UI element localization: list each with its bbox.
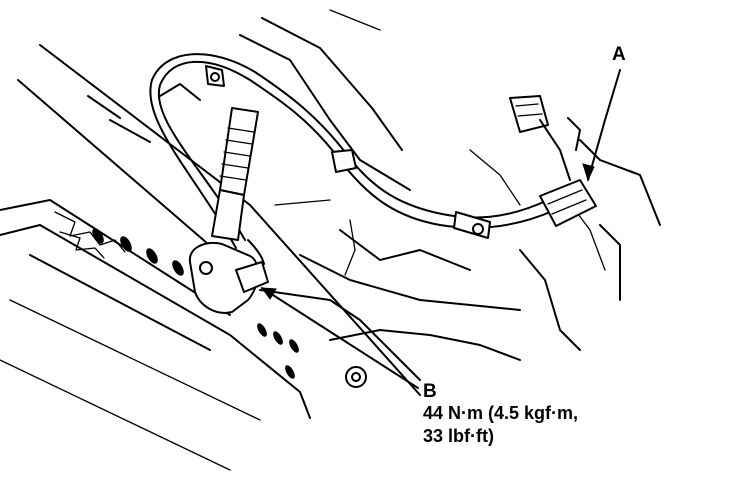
callout-b-label: B xyxy=(423,381,437,402)
knuckle-area xyxy=(239,9,661,388)
torque-spec-line2: 33 lbf·ft) xyxy=(423,426,494,446)
callout-a-label: A xyxy=(612,44,626,65)
sensor-harness xyxy=(149,53,556,249)
frame-slots xyxy=(92,228,299,379)
torque-spec-line1: 44 N·m (4.5 kgf·m, xyxy=(423,403,579,423)
frame-rail xyxy=(0,44,421,471)
callout-a-leader xyxy=(582,69,621,182)
harness-connector-a xyxy=(509,95,597,227)
callout-b-leader xyxy=(260,287,419,389)
ratchet-wrench xyxy=(188,107,269,314)
